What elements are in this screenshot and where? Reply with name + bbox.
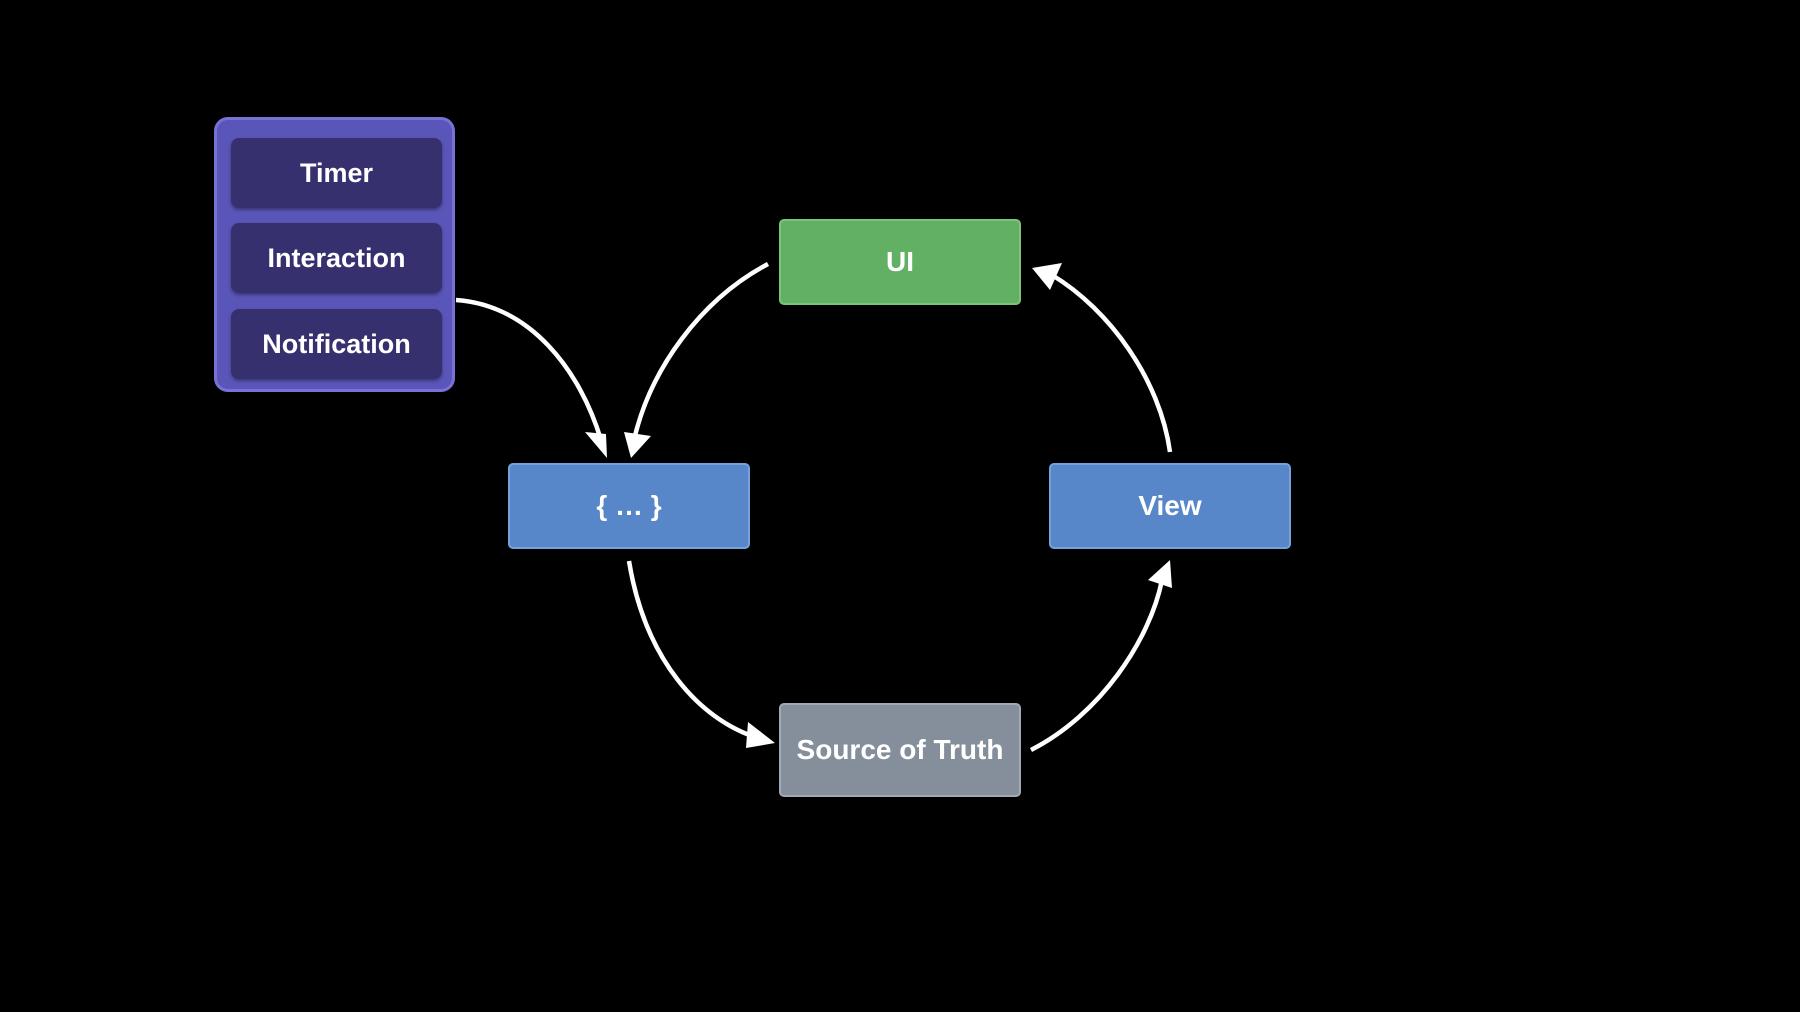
arrowhead-view-to-ui bbox=[1032, 263, 1062, 290]
event-item-timer: Timer bbox=[231, 138, 442, 208]
arrow-action-to-source bbox=[626, 560, 759, 741]
ui-node: UI bbox=[779, 219, 1021, 305]
arrowhead-ui-to-action bbox=[624, 432, 651, 458]
arrow-ui-to-action bbox=[631, 262, 770, 441]
event-item-notification: Notification bbox=[231, 309, 442, 379]
arrowhead-action-to-source bbox=[746, 722, 775, 748]
view-node: View bbox=[1049, 463, 1291, 549]
arrowhead-source-to-view bbox=[1148, 560, 1172, 588]
source-of-truth-node: Source of Truth bbox=[779, 703, 1021, 797]
arrow-events-to-action bbox=[455, 297, 604, 441]
arrow-view-to-ui bbox=[1050, 273, 1173, 453]
arrow-source-to-view bbox=[1029, 579, 1165, 753]
event-item-interaction: Interaction bbox=[231, 223, 442, 293]
arrowhead-events-to-action bbox=[585, 432, 607, 458]
action-node: { … } bbox=[508, 463, 750, 549]
event-sources-group: Timer Interaction Notification bbox=[214, 117, 455, 392]
